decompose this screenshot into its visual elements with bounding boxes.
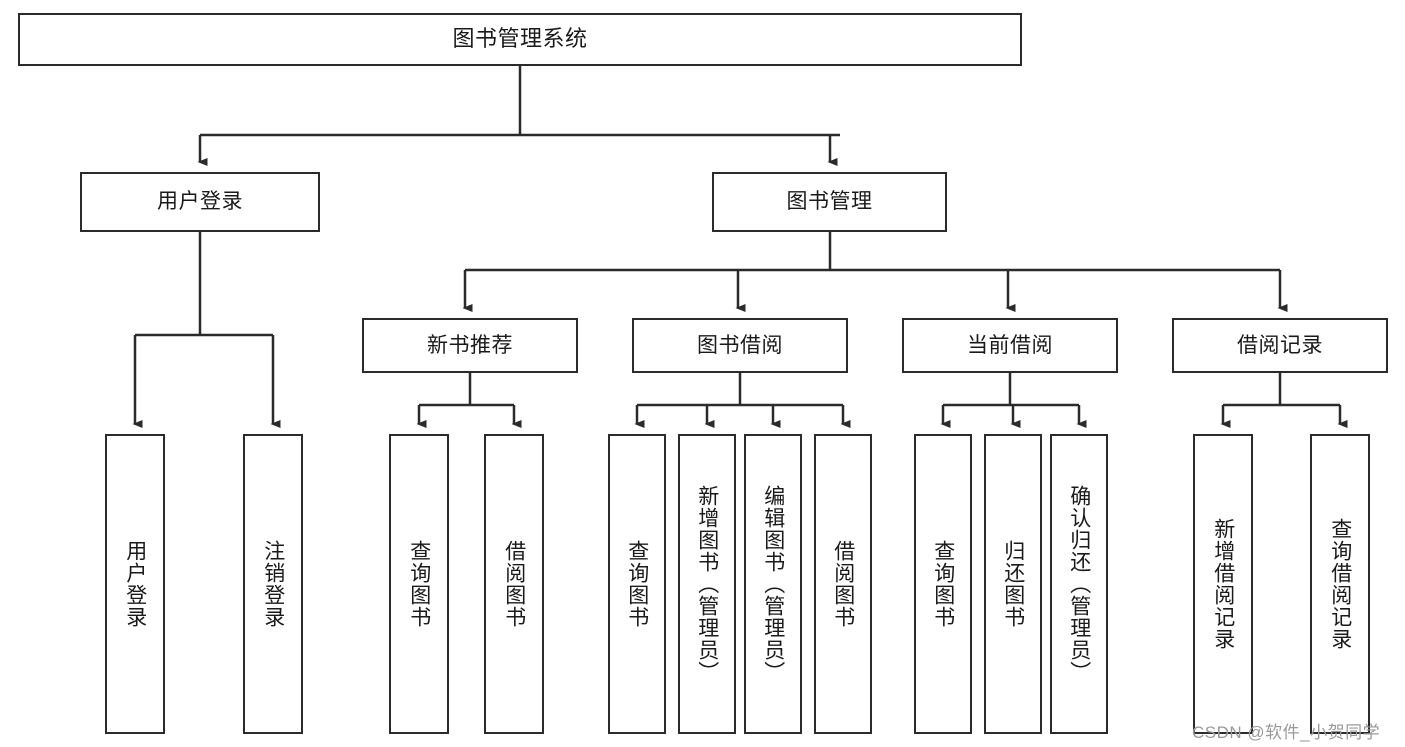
leaf-leaf-user-login[interactable]: 用户登录: [105, 434, 165, 734]
leaf-leaf-add-book[interactable]: 新增图书（管理员）: [678, 434, 736, 734]
node-label: 用户登录: [123, 540, 147, 628]
node-label: 查询图书: [625, 540, 649, 628]
node-label: 确认归还（管理员）: [1067, 485, 1091, 683]
node-book-mgmt[interactable]: 图书管理: [712, 172, 947, 232]
leaf-leaf-add-record[interactable]: 新增借阅记录: [1193, 434, 1253, 734]
node-label: 查询图书: [407, 540, 431, 628]
node-label: 新书推荐: [427, 333, 513, 357]
node-current-borrow[interactable]: 当前借阅: [902, 318, 1118, 373]
leaf-leaf-query-book-3[interactable]: 查询图书: [914, 434, 972, 734]
node-label: 当前借阅: [967, 333, 1053, 357]
leaf-leaf-borrow-book-1[interactable]: 借阅图书: [484, 434, 544, 734]
node-label: 编辑图书（管理员）: [761, 485, 785, 683]
node-label: 借阅图书: [831, 540, 855, 628]
leaf-leaf-user-logout[interactable]: 注销登录: [243, 434, 303, 734]
node-label: 查询图书: [931, 540, 955, 628]
leaf-leaf-edit-book[interactable]: 编辑图书（管理员）: [744, 434, 802, 734]
watermark-text: CSDN @软件_小贺同学: [1192, 723, 1381, 742]
leaf-leaf-return-book[interactable]: 归还图书: [984, 434, 1042, 734]
node-label: 新增借阅记录: [1211, 518, 1235, 650]
node-label: 新增图书（管理员）: [695, 485, 719, 683]
node-label: 用户登录: [157, 190, 243, 214]
node-label: 图书管理系统: [452, 26, 588, 52]
leaf-leaf-query-book-2[interactable]: 查询图书: [608, 434, 666, 734]
connectors-group: [132, 66, 1348, 428]
node-label: 图书管理: [786, 190, 873, 214]
leaf-leaf-borrow-book-2[interactable]: 借阅图书: [814, 434, 872, 734]
leaf-leaf-query-record[interactable]: 查询借阅记录: [1310, 434, 1370, 734]
leaf-leaf-query-book-1[interactable]: 查询图书: [389, 434, 449, 734]
node-label: 借阅图书: [502, 540, 526, 628]
node-label: 查询借阅记录: [1328, 518, 1352, 650]
node-label: 借阅记录: [1237, 333, 1323, 357]
node-root[interactable]: 图书管理系统: [18, 13, 1022, 66]
node-label: 注销登录: [261, 540, 285, 628]
leaf-leaf-confirm-return[interactable]: 确认归还（管理员）: [1050, 434, 1108, 734]
node-book-borrow[interactable]: 图书借阅: [632, 318, 848, 373]
node-borrow-record[interactable]: 借阅记录: [1172, 318, 1388, 373]
node-user-login[interactable]: 用户登录: [80, 172, 320, 232]
node-label: 图书借阅: [697, 333, 783, 357]
node-label: 归还图书: [1001, 540, 1025, 628]
node-new-book-rec[interactable]: 新书推荐: [362, 318, 578, 373]
